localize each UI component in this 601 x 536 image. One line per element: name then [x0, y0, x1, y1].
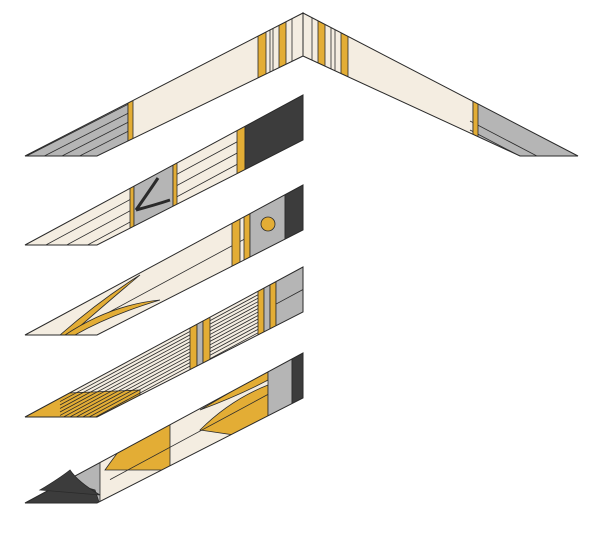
- band: [269, 13, 274, 156]
- band: [472, 13, 479, 156]
- stripe-line: [25, 111, 131, 156]
- stripe-line: [25, 102, 131, 156]
- band: [330, 13, 336, 156]
- band: [236, 95, 246, 245]
- strip-4-outline: [24, 266, 304, 418]
- strip-3-outline: [24, 184, 304, 336]
- strip-5-outline: [24, 352, 304, 504]
- band: [257, 267, 265, 417]
- leaf-curve: [134, 177, 171, 212]
- band: [317, 13, 326, 156]
- gold-leaf: [63, 299, 161, 335]
- gray-panel: [249, 185, 286, 335]
- gold-leaf: [58, 274, 141, 335]
- band: [172, 95, 178, 245]
- band: [303, 13, 313, 156]
- stripe-line: [59, 329, 259, 417]
- stripe-line: [59, 311, 259, 417]
- chevron-right-arm-outline: [302, 12, 579, 157]
- gold-leaf: [104, 399, 171, 471]
- band: [257, 13, 267, 156]
- stripe-line: [275, 289, 303, 305]
- stripe-line: [469, 147, 578, 156]
- gray-collar: [267, 353, 293, 503]
- stripe-line: [59, 297, 259, 406]
- gray-cap: [275, 267, 303, 417]
- stripe-line: [59, 304, 259, 413]
- gray-collar: [25, 353, 101, 503]
- dark-curl: [38, 469, 101, 496]
- strip-2-outline: [24, 94, 304, 246]
- chevron-right-arm: [303, 13, 578, 156]
- stripe-line: [59, 294, 259, 402]
- stripe-line: [25, 120, 131, 156]
- band: [263, 267, 271, 417]
- stripe-line: [25, 129, 131, 156]
- stripe-line: [469, 129, 578, 156]
- stripe-line: [59, 308, 259, 416]
- band: [269, 267, 277, 417]
- stripe-line: [469, 120, 578, 156]
- gray-tip: [472, 13, 578, 156]
- stripe-line: [59, 322, 259, 417]
- band: [340, 13, 349, 156]
- gold-medallion: [260, 216, 276, 232]
- stripe-line: [59, 301, 259, 409]
- band: [278, 13, 287, 156]
- gray-tip: [25, 13, 129, 156]
- stripe-line: [59, 318, 259, 417]
- stripe-line: [59, 325, 259, 417]
- stripe-line: [109, 394, 269, 480]
- stripe-line: [59, 315, 259, 417]
